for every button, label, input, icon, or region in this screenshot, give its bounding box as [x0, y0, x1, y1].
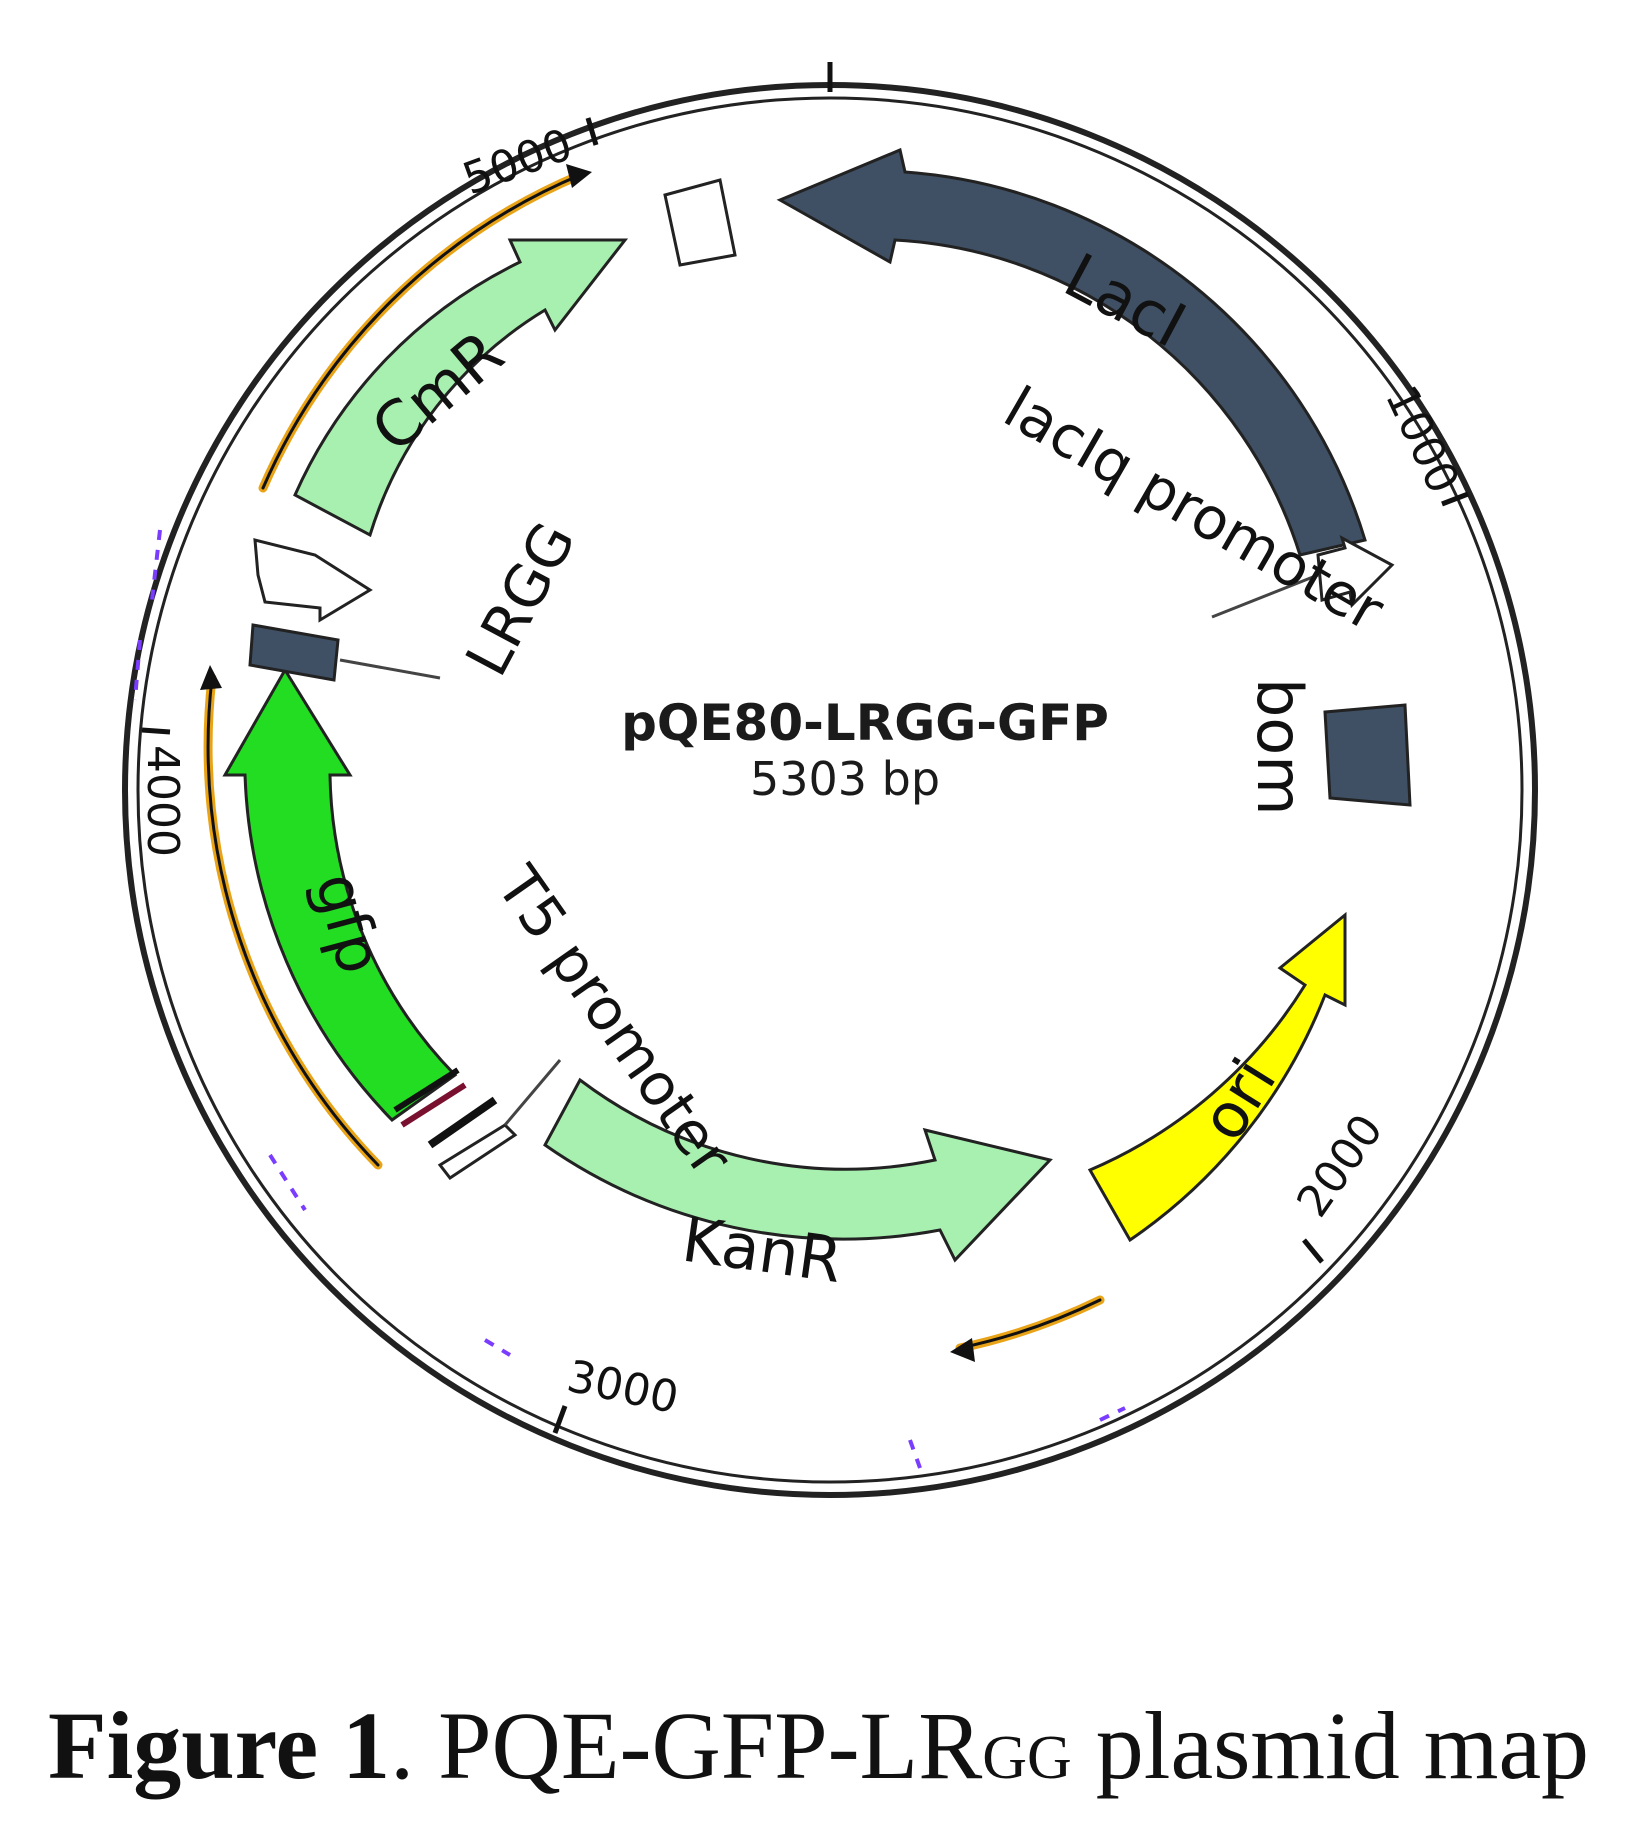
- label-lrgg: LRGG: [452, 511, 588, 686]
- primer-arrow-heads: [200, 164, 975, 1362]
- open-box-top: [663, 178, 737, 267]
- plasmid-map: 5000 1000 2000 3000 4000 LacI CmR gfp: [122, 62, 1538, 1498]
- caption-label: Figure 1: [47, 1692, 391, 1799]
- t5-promoter-marker: [393, 1059, 562, 1181]
- figure-caption: Figure 1. PQE-GFP-LRGG plasmid map: [0, 1690, 1637, 1801]
- caption-subscript: GG: [982, 1724, 1072, 1792]
- tick-label-4000: 4000: [137, 745, 188, 857]
- tick-label-2000: 2000: [1287, 1105, 1393, 1226]
- tick-label-5000: 5000: [456, 119, 579, 205]
- primer-arrows: [203, 170, 1105, 1353]
- dashed-marks: [133, 529, 1126, 1469]
- plasmid-size: 5303 bp: [750, 752, 940, 806]
- feature-label-bom: bom: [1243, 678, 1316, 816]
- tick-label-1000: 1000: [1375, 378, 1469, 501]
- feature-gfp: gfp: [222, 667, 458, 1122]
- plasmid-name: pQE80-LRGG-GFP: [621, 694, 1109, 752]
- lrgg-marker: [248, 538, 441, 682]
- caption-text-b: plasmid map: [1071, 1692, 1590, 1799]
- laciq-promoter-marker: [1211, 534, 1395, 619]
- feature-kanr: KanR: [543, 1077, 1053, 1297]
- ring-ticks: [141, 62, 1469, 1434]
- feature-laci: LacI: [776, 147, 1367, 557]
- feature-cmr: CmR: [293, 238, 629, 538]
- tick-label-3000: 3000: [563, 1351, 683, 1424]
- feature-bom: [1323, 703, 1412, 807]
- caption-text-a: . PQE-GFP-LR: [390, 1692, 983, 1799]
